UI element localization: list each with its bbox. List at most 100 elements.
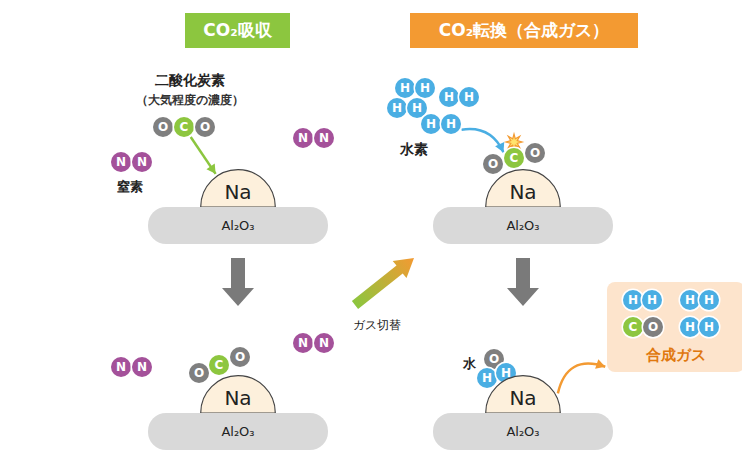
atom-symbol: O <box>194 367 204 379</box>
atom-symbol: O <box>489 353 499 365</box>
atom-symbol: O <box>530 147 540 159</box>
header-text: CO₂転換（合成ガス） <box>439 19 609 42</box>
atom-circle: H <box>441 114 461 134</box>
atom-circle: O <box>153 117 173 137</box>
atom-circle: H <box>415 78 435 98</box>
down-arrow <box>507 258 539 306</box>
caption-label: 水素 <box>400 141 428 158</box>
atom-symbol: N <box>298 132 308 144</box>
arrow-connector <box>191 137 216 174</box>
atom-circle: N <box>293 128 313 148</box>
atom-symbol: H <box>685 294 695 306</box>
down-arrow <box>222 258 254 306</box>
atom-symbol: N <box>319 132 329 144</box>
atom-circle: O <box>189 363 209 383</box>
atom-circle: N <box>293 333 313 353</box>
syngas-text: 合成ガス <box>607 346 742 365</box>
atom-circle: N <box>132 357 152 377</box>
atom-circle: H <box>459 87 479 107</box>
atom-symbol: O <box>488 158 498 170</box>
atom-symbol: H <box>482 372 492 384</box>
element-symbol: Na <box>485 181 561 203</box>
atom-symbol: H <box>704 294 714 306</box>
atom-symbol: C <box>510 152 519 164</box>
atom-circle: C <box>504 148 524 168</box>
atom-circle: N <box>314 128 334 148</box>
atom-symbol: H <box>685 321 695 333</box>
support-text: Al₂O₃ <box>221 424 254 439</box>
atom-circle: H <box>477 368 497 388</box>
caption-label: （大気程度の濃度） <box>136 93 244 107</box>
caption-label: ガス切替 <box>353 318 401 332</box>
atom-circle: H <box>395 78 415 98</box>
support-text: Al₂O₃ <box>506 424 539 439</box>
element-symbol: Na <box>485 387 561 409</box>
arrow-head <box>595 359 605 368</box>
atom-symbol: N <box>298 337 308 349</box>
atom-circle: H <box>623 290 643 310</box>
sodium-particle: Na <box>485 169 561 207</box>
atom-symbol: H <box>444 91 454 103</box>
atom-symbol: C <box>629 321 638 333</box>
arrow-connector <box>462 129 504 152</box>
atom-circle: O <box>525 143 545 163</box>
alumina-support: Al₂O₃ <box>148 413 328 450</box>
support-text: Al₂O₃ <box>506 218 539 233</box>
atom-circle: H <box>421 114 441 134</box>
atom-symbol: C <box>215 359 224 371</box>
atom-circle: O <box>230 347 250 367</box>
atom-circle: H <box>439 87 459 107</box>
element-symbol: Na <box>200 181 276 203</box>
atom-symbol: O <box>158 121 168 133</box>
atom-circle: N <box>111 152 131 172</box>
arrow-head <box>495 142 504 152</box>
alumina-support: Al₂O₃ <box>433 413 613 450</box>
section-header: CO₂吸収 <box>185 13 290 48</box>
atom-circle: H <box>387 98 407 118</box>
alumina-support: Al₂O₃ <box>433 207 613 244</box>
atom-circle: H <box>699 317 719 337</box>
alumina-support: Al₂O₃ <box>148 207 328 244</box>
atom-symbol: O <box>200 121 210 133</box>
atom-circle: H <box>642 290 662 310</box>
atom-symbol: H <box>704 321 714 333</box>
atom-circle: O <box>483 154 503 174</box>
atom-symbol: O <box>648 321 658 333</box>
support-text: Al₂O₃ <box>221 218 254 233</box>
atom-circle: O <box>195 117 215 137</box>
atom-symbol: H <box>400 82 410 94</box>
atom-symbol: H <box>412 102 422 114</box>
sodium-particle: Na <box>200 375 276 413</box>
sodium-particle: Na <box>485 375 561 413</box>
atom-circle: C <box>174 117 194 137</box>
sodium-particle: Na <box>200 169 276 207</box>
atom-symbol: N <box>116 361 126 373</box>
atom-symbol: H <box>420 82 430 94</box>
atom-symbol: N <box>319 337 329 349</box>
atom-symbol: N <box>137 361 147 373</box>
caption-label: 二酸化炭素 <box>155 72 225 89</box>
atom-circle: C <box>623 317 643 337</box>
atom-symbol: H <box>446 118 456 130</box>
atom-symbol: H <box>647 294 657 306</box>
atom-symbol: H <box>464 91 474 103</box>
atom-circle: H <box>680 290 700 310</box>
atom-circle: H <box>680 317 700 337</box>
atom-symbol: N <box>137 156 147 168</box>
atom-symbol: H <box>392 102 402 114</box>
syngas-box: 合成ガスHHHHCOHH <box>607 282 742 372</box>
atom-symbol: C <box>180 121 189 133</box>
atom-circle: C <box>209 355 229 375</box>
switch-arrow <box>352 258 414 309</box>
element-symbol: Na <box>200 387 276 409</box>
atom-circle: N <box>111 357 131 377</box>
atom-symbol: H <box>426 118 436 130</box>
atom-symbol: H <box>628 294 638 306</box>
section-header: CO₂転換（合成ガス） <box>410 13 638 48</box>
atom-symbol: N <box>116 156 126 168</box>
atom-symbol: O <box>235 351 245 363</box>
caption-label: 水 <box>463 356 476 372</box>
